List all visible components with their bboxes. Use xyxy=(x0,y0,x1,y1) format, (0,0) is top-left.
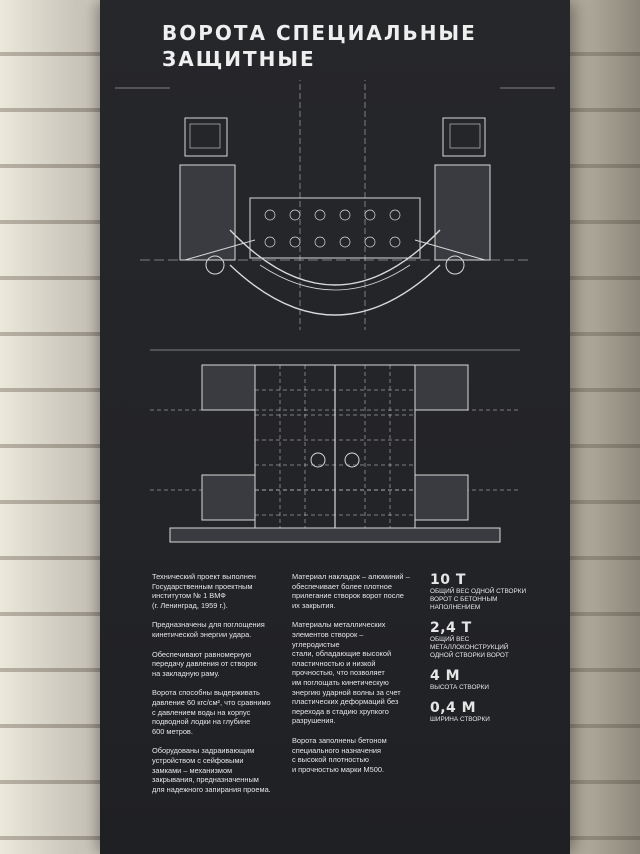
stat-leaf-height: 4 М высота створки xyxy=(430,668,550,692)
stat-value: 10 Т xyxy=(430,572,466,588)
stat-label: ширина створки xyxy=(430,716,490,723)
stat-metal-weight: 2,4 Т общий вес металлоконструкций одной… xyxy=(430,620,550,660)
right-lock-mechanism xyxy=(442,117,486,157)
text-column-1: Технический проект выполнен Государствен… xyxy=(152,572,280,804)
title-line-2: защитные xyxy=(162,47,316,71)
paragraph-locking-device: Оборудованы задраивающим устройством с с… xyxy=(152,746,271,794)
paragraph-aluminum-pads: Материал накладок – алюминий – обеспечив… xyxy=(292,572,410,610)
stat-label: высота створки xyxy=(430,684,489,691)
gate-blueprint-drawing xyxy=(115,80,555,543)
stat-leaf-weight: 10 Т общий вес одной створки ворот с бет… xyxy=(430,572,550,612)
title-line-1: Ворота специальные xyxy=(162,21,477,45)
paragraph-project: Технический проект выполнен Государствен… xyxy=(152,572,257,610)
stat-label: общий вес металлоконструкций одной створ… xyxy=(430,636,509,659)
text-column-2: Материал накладок – алюминий – обеспечив… xyxy=(292,572,410,784)
stat-value: 4 М xyxy=(430,668,461,684)
panel-title: Ворота специальные защитные xyxy=(162,20,542,72)
paragraph-steel-materials: Материалы металлических элементов створо… xyxy=(292,620,401,726)
stat-leaf-width: 0,4 М ширина створки xyxy=(430,700,550,724)
stat-value: 2,4 Т xyxy=(430,620,472,636)
stat-value: 0,4 М xyxy=(430,700,477,716)
paragraph-pressure-capacity: Ворота способны выдерживать давление 60 … xyxy=(152,688,271,736)
stat-label: общий вес одной створки ворот с бетонным… xyxy=(430,588,527,611)
paragraph-pressure-transfer: Обеспечивают равномерную передачу давлен… xyxy=(152,649,257,678)
stats-column: 10 Т общий вес одной створки ворот с бет… xyxy=(430,572,550,732)
paragraph-purpose: Предназначены для поглощения кинетическо… xyxy=(152,620,265,639)
paragraph-concrete-filling: Ворота заполнены бетоном специального на… xyxy=(292,735,387,774)
left-lock-mechanism xyxy=(184,117,228,157)
